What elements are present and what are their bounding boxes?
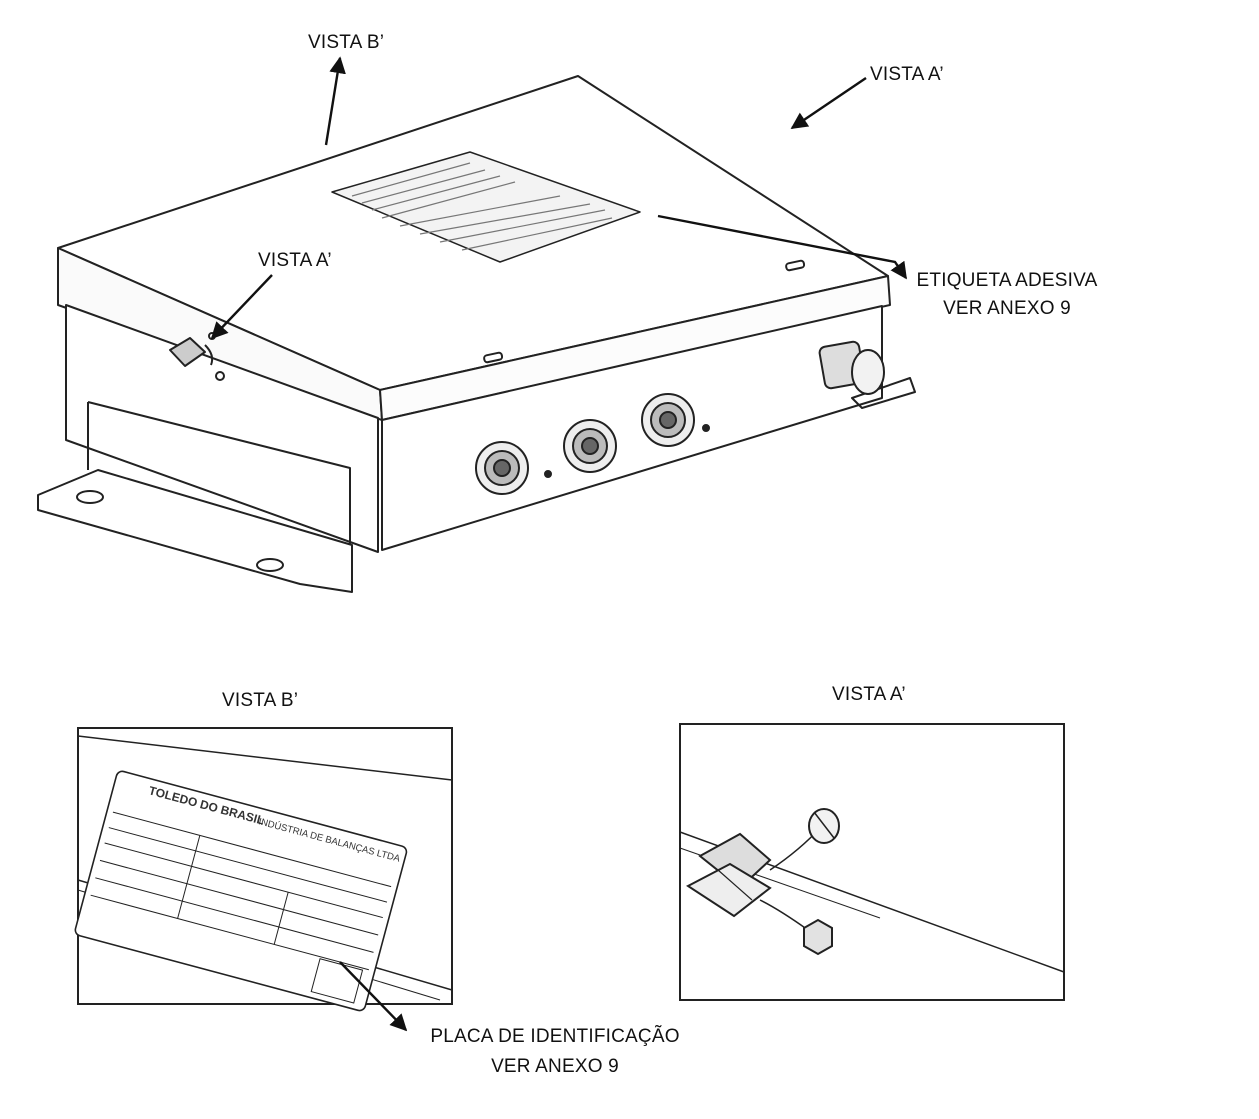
flange-hole-2 (256, 558, 284, 572)
lid-slot-2 (483, 351, 504, 364)
label-vista-a-top-right: VISTA A’ (870, 64, 944, 85)
mounting-flange-left (37, 469, 353, 593)
arrow-vista-a-left (210, 274, 273, 340)
arrow-placa (339, 961, 408, 1032)
callout-arrows (210, 56, 907, 340)
detail-b-title: VISTA B’ (222, 690, 299, 711)
arrow-etiqueta (657, 214, 907, 280)
lid-skirt-right (379, 275, 891, 421)
label-vista-a-left: VISTA A’ (258, 250, 332, 271)
flange-hole-1 (76, 490, 104, 504)
label-vista-b-top: VISTA B’ (308, 32, 385, 53)
detail-view-b (74, 727, 453, 1032)
identification-plate (74, 770, 408, 1012)
label-placa-line2: VER ANEXO 9 (491, 1056, 619, 1077)
detail-view-a (679, 723, 1065, 1001)
body-front-face (65, 304, 379, 553)
label-etiqueta-line1: ETIQUETA ADESIVA (916, 270, 1098, 291)
label-placa-identificacao: PLACA DE IDENTIFICAÇÃO VER ANEXO 9 (410, 1026, 700, 1078)
arrow-vista-b (324, 56, 346, 146)
label-etiqueta-adesiva: ETIQUETA ADESIVA VER ANEXO 9 (912, 270, 1102, 320)
connector-3 (641, 393, 695, 447)
lid-slot-1 (785, 259, 806, 272)
connector-1 (475, 441, 529, 495)
flange-bracket (87, 401, 351, 545)
connector-2 (563, 419, 617, 473)
detail-a-title: VISTA A’ (832, 684, 906, 705)
seal-screw-bottom (803, 918, 833, 956)
security-seal-detail (686, 808, 840, 956)
cable-gland (818, 340, 885, 395)
label-etiqueta-line2: VER ANEXO 9 (943, 298, 1071, 319)
mounting-flange-right (851, 377, 916, 409)
enclosure-drawing (37, 75, 916, 593)
arrow-vista-a-top (790, 77, 867, 129)
label-placa-line1: PLACA DE IDENTIFICAÇÃO (430, 1026, 680, 1047)
